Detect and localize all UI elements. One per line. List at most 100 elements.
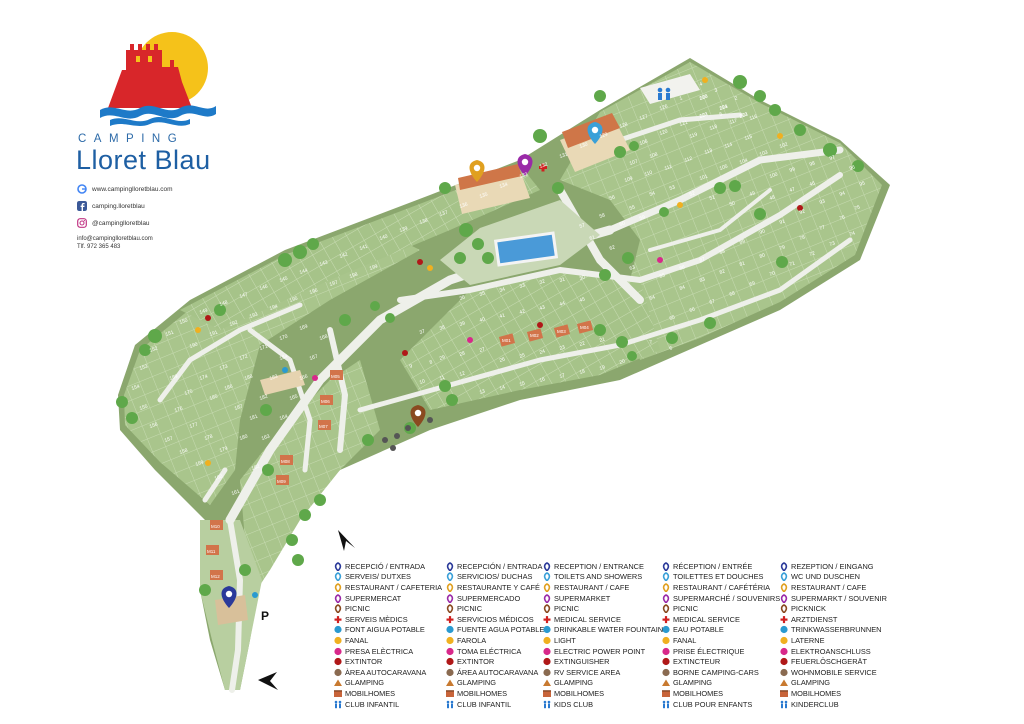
dot-icon <box>334 668 342 676</box>
kids-icon <box>780 700 788 708</box>
pitch-number: 29 <box>439 354 446 361</box>
legend-label: LATERNE <box>791 635 825 645</box>
pitch-number: 11 <box>439 375 446 382</box>
picnic-pin-icon[interactable] <box>410 405 426 427</box>
pitch-number: 35 <box>479 290 486 297</box>
pin-icon <box>446 561 454 571</box>
legend-item: REZEPTION / EINGANG <box>779 561 904 572</box>
website-row[interactable]: www.campinglloretblau.com <box>77 184 173 194</box>
legend-item: MOBILHOMES <box>779 688 904 699</box>
pitch-number: 112 <box>684 156 694 164</box>
pin-icon <box>780 593 788 603</box>
kids-icon <box>334 700 342 708</box>
legend-label: KINDERCLUB <box>791 699 839 709</box>
legend-item: RV SERVICE AREA <box>542 667 667 678</box>
legend-item: MEDICAL SERVICE <box>542 614 667 625</box>
dot-icon <box>446 636 454 645</box>
mobilhome-units <box>206 320 594 580</box>
pitch-number: 198 <box>349 272 359 280</box>
pitch-number: 173 <box>219 364 229 372</box>
pitch-number: 46 <box>809 180 816 187</box>
pitch-number: 18 <box>579 368 586 375</box>
legend-item: RECEPCIÓ / ENTRADA <box>333 561 458 572</box>
pitch-number: 81 <box>739 260 746 267</box>
pitch-number: 127 <box>639 114 649 122</box>
legend-symbol <box>779 657 789 666</box>
instagram-row[interactable]: @campinglloretblau <box>77 218 150 228</box>
pitch-number: 186 <box>224 384 234 392</box>
lloret-blau-logo-icon <box>100 32 216 126</box>
pitch-number: 36 <box>459 294 466 301</box>
toilets-pin-icon[interactable] <box>587 122 603 144</box>
email-link[interactable]: info@campinglloretblau.com <box>77 236 153 242</box>
logo <box>70 22 240 132</box>
legend-item: GLAMPING <box>661 678 786 689</box>
reception-pin-icon[interactable] <box>221 586 237 608</box>
legend-item: LATERNE <box>779 635 904 646</box>
legend-item: TRINKWASSERBRUNNEN <box>779 625 904 636</box>
pitch-number: 68 <box>729 290 736 297</box>
pitch-number: 80 <box>759 252 766 259</box>
picnic-tables <box>382 417 433 451</box>
legend-item: SERVICIOS MÉDICOS <box>445 614 570 625</box>
pin-icon <box>780 561 788 571</box>
pitch-number: 84 <box>679 284 686 291</box>
legend-label: GLAMPING <box>457 678 497 688</box>
legend-label: ELEKTROANSCHLUSS <box>791 646 871 656</box>
entrance-arrow-icon <box>258 672 278 690</box>
legend-item: RESTAURANT / CAFE <box>542 582 667 593</box>
dot-icon <box>780 668 788 676</box>
pitch-number: 105 <box>719 164 729 172</box>
legend-symbol <box>779 668 789 677</box>
legend-item: GLAMPING <box>445 678 570 689</box>
legend-symbol <box>661 625 671 634</box>
pitch-number: 119 <box>689 132 699 140</box>
pitch-number: 40 <box>479 316 486 323</box>
legend-item: EXTINTOR <box>333 656 458 667</box>
pitch-number: 28 <box>459 350 466 357</box>
legend-symbol <box>661 700 671 709</box>
pitch-number: 41 <box>499 312 506 319</box>
pitch-number: 150 <box>179 318 189 326</box>
pitch-number: 158 <box>179 448 189 456</box>
legend-item: PICKNICK <box>779 603 904 614</box>
legend-item: PICNIC <box>333 603 458 614</box>
legend-item: CLUB POUR ENFANTS <box>661 699 786 710</box>
legend-item: MOBILHOMES <box>333 688 458 699</box>
legend-symbol <box>661 615 671 624</box>
legend-symbol <box>661 593 671 603</box>
pitch-number: 126 <box>659 104 669 112</box>
restaurant-pin-icon[interactable] <box>469 160 485 182</box>
legend-label: RESTAURANT / CAFE <box>791 582 867 592</box>
legend-item: MOBILHOMES <box>445 688 570 699</box>
pitch-number: 194 <box>269 304 279 312</box>
pin-icon <box>662 572 670 582</box>
legend-symbol <box>445 604 455 614</box>
pitch-number: 2 <box>734 95 739 102</box>
facebook-link[interactable]: camping.lloretblau <box>92 202 145 210</box>
medical-cross-icon <box>539 163 547 172</box>
legend-symbol <box>661 636 671 645</box>
pitch-number: 143 <box>319 260 329 268</box>
legend-label: SERVEIS MÈDICS <box>345 614 408 624</box>
facebook-row[interactable]: camping.lloretblau <box>77 201 145 211</box>
legend-label: CLUB INFANTIL <box>457 699 512 709</box>
pitch-number: 93 <box>819 198 826 205</box>
legend-item: RESTAURANTE Y CAFÉ <box>445 582 570 593</box>
legend-symbol <box>333 604 343 614</box>
supermarket-pin-icon[interactable] <box>517 154 533 176</box>
instagram-link[interactable]: @campinglloretblau <box>92 219 150 227</box>
pin-icon <box>446 593 454 603</box>
legend-item: CLUB INFANTIL <box>333 699 458 710</box>
legend-item: ELECTRIC POWER POINT <box>542 646 667 657</box>
legend-symbol <box>333 583 343 592</box>
legend-label: RÉCEPTION / ENTRÉE <box>673 561 753 571</box>
legend-item: MOBILHOMES <box>542 688 667 699</box>
pitch-number: 191 <box>209 330 219 338</box>
pitch-number: 151 <box>165 330 175 338</box>
legend-label: RV SERVICE AREA <box>554 667 621 677</box>
legend-item: MOBILHOMES <box>661 688 786 699</box>
website-link[interactable]: www.campinglloretblau.com <box>92 185 173 193</box>
pitch-number: 165 <box>289 394 299 402</box>
